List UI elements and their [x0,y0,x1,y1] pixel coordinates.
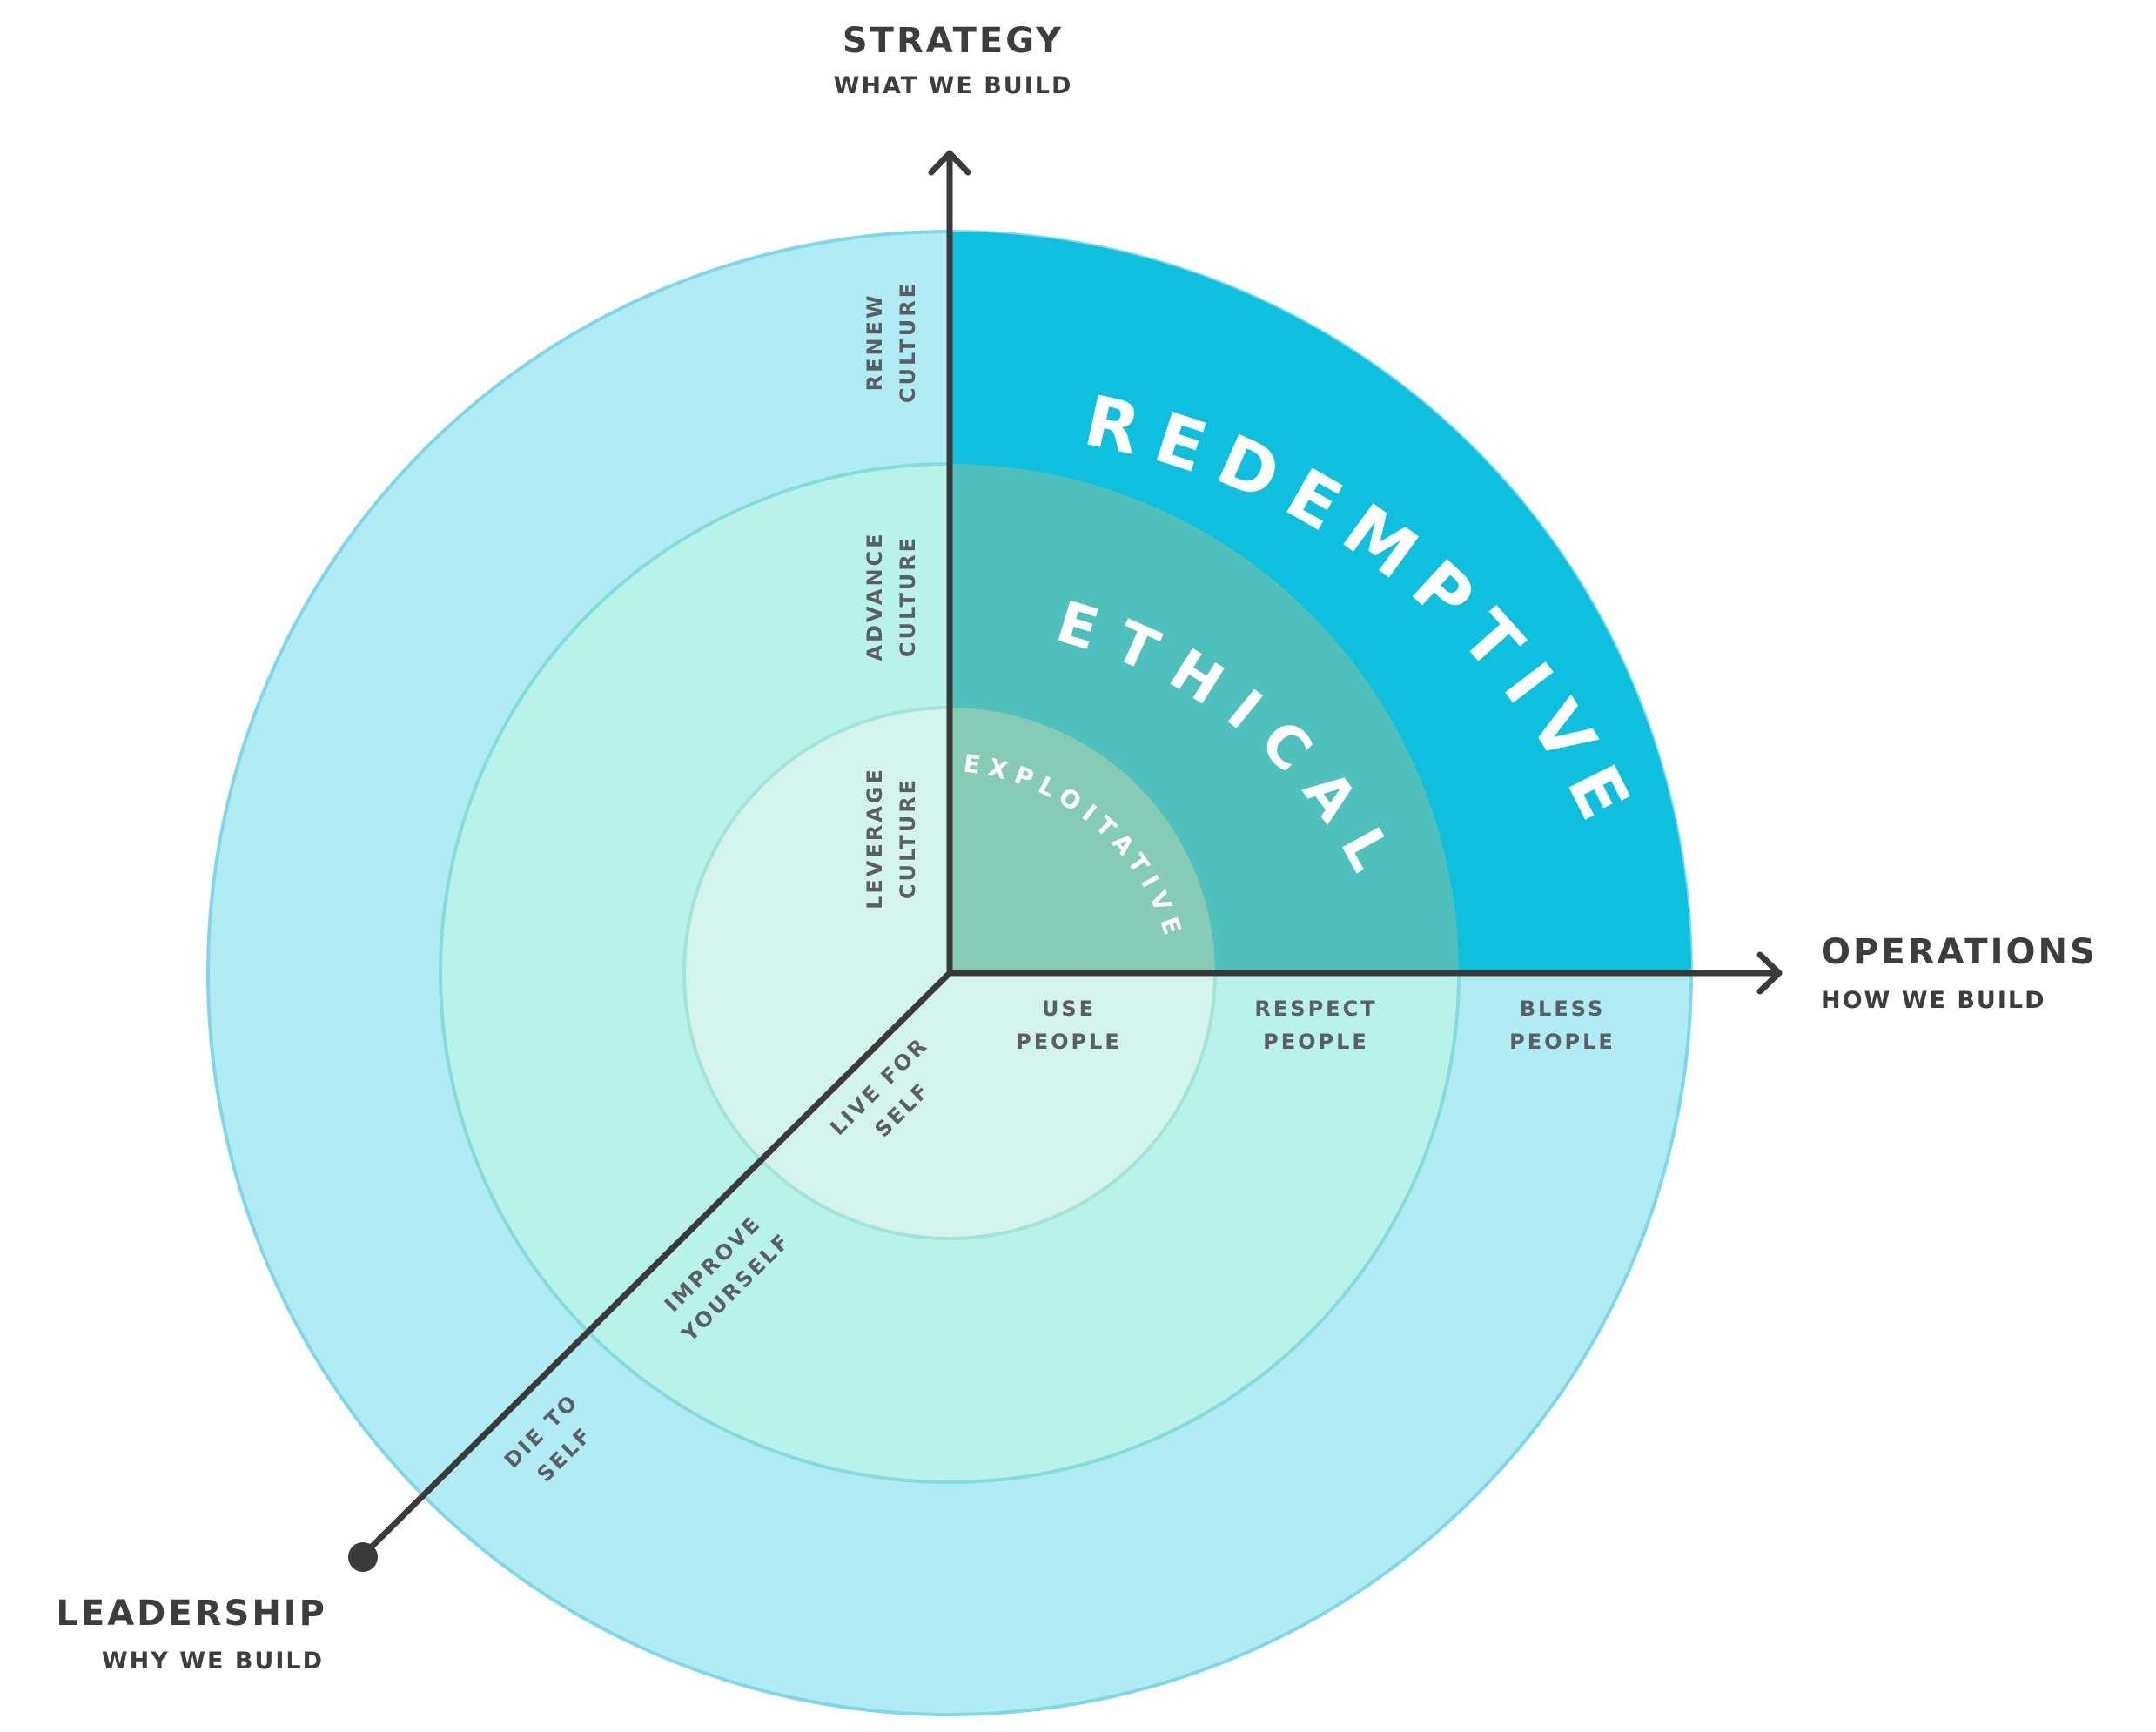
strategy-label-advance: ADVANCE CULTURE [863,531,920,661]
strategy-label-leverage: LEVERAGE CULTURE [863,767,920,910]
operations-subtitle: HOW WE BUILD [1821,987,2046,1014]
strategy-subtitle: WHAT WE BUILD [834,72,1073,99]
leadership-subtitle: WHY WE BUILD [102,1648,324,1675]
operations-arrow-icon [1756,951,1783,995]
operations-label-bless: BLESS PEOPLE [1509,997,1615,1054]
operations-label-respect: RESPECT PEOPLE [1254,997,1377,1054]
operations-label-line: PEOPLE [1263,1030,1369,1054]
operations-label-use: USE PEOPLE [1016,997,1122,1054]
operations-label-line: USE [1042,997,1096,1021]
strategy-label-line: ADVANCE [863,531,887,661]
strategy-title: STRATEGY [843,21,1064,61]
operations-label-line: PEOPLE [1509,1030,1615,1054]
operations-label-line: RESPECT [1254,997,1377,1021]
operations-label-line: BLESS [1520,997,1605,1021]
operations-label-line: PEOPLE [1016,1030,1122,1054]
strategy-label-line: CULTURE [896,777,920,899]
axes [359,150,1783,1559]
strategy-label-renew: RENEW CULTURE [863,281,920,403]
leadership-title: LEADERSHIP [56,1594,327,1634]
exploitative-quadrant [950,708,1215,973]
strategy-label-line: LEVERAGE [863,767,887,910]
strategy-label-line: CULTURE [896,535,920,657]
operations-title: OPERATIONS [1821,932,2098,972]
strategy-arrow-icon [928,150,971,176]
leadership-endpoint-dot [348,1542,378,1572]
leadership-axis [359,970,953,1559]
strategy-label-line: CULTURE [896,281,920,403]
strategy-label-line: RENEW [863,293,887,392]
